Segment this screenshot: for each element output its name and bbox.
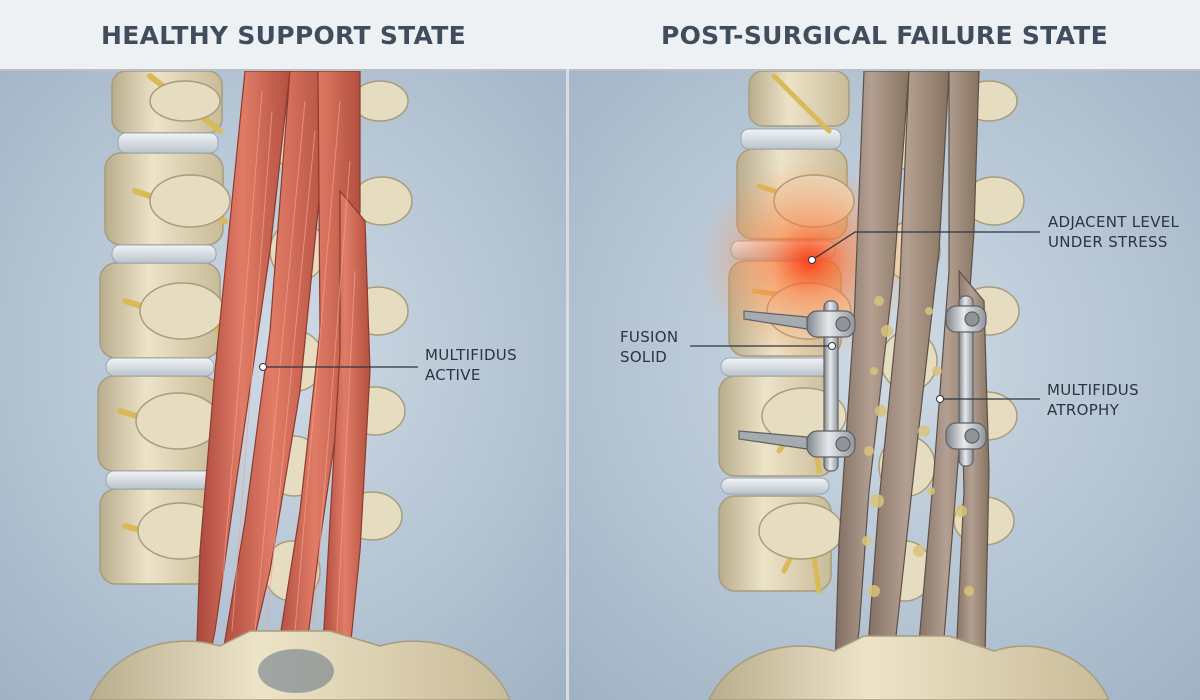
healthy-spine-panel — [0, 71, 566, 700]
post-surgical-spine-illustration — [569, 71, 1200, 700]
right-panel-title: POST-SURGICAL FAILURE STATE — [660, 20, 1109, 50]
label-multifidus-active: MULTIFIDUS ACTIVE — [425, 346, 517, 384]
left-panel-title: HEALTHY SUPPORT STATE — [101, 20, 466, 50]
post-surgical-spine-panel — [569, 71, 1200, 700]
sacrum — [708, 635, 1110, 700]
label-multifidus-atrophy: MULTIFIDUS ATROPHY — [1047, 381, 1139, 419]
multifidus-muscle-healthy — [194, 71, 371, 700]
healthy-spine-illustration — [0, 71, 566, 700]
muscle-striations — [221, 90, 356, 672]
label-adjacent-level-under-stress: ADJACENT LEVEL UNDER STRESS — [1048, 213, 1180, 251]
multifidus-muscle-atrophied — [833, 71, 990, 700]
panel-divider — [566, 69, 569, 700]
fusion-hardware — [738, 295, 987, 472]
label-fusion-solid: FUSION SOLID — [620, 328, 679, 366]
intervertebral-discs — [105, 132, 219, 490]
title-divider — [0, 69, 1200, 71]
